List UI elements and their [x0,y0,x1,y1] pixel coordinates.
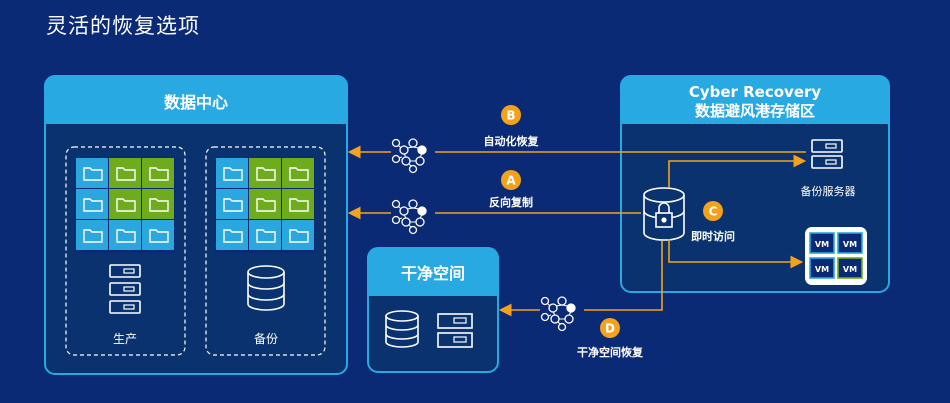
backup-database-icon [247,265,285,311]
arrow-instant-access-vm [668,239,804,269]
flow-badge-a: A [501,170,521,190]
clean-room-database-icon [385,310,419,348]
vm-label: VM [815,240,829,249]
production-group [65,146,186,356]
flow-label-reverse-replication: 反向复制 [489,195,533,209]
svg-text:D: D [605,322,615,336]
svg-text:C: C [709,205,718,219]
production-folder-grid [75,157,175,253]
network-cluster-icon [540,288,584,332]
flow-badge-b: B [501,105,521,125]
cyber-recovery-subtitle: 数据避风港存储区 [695,102,815,120]
backup-label: 备份 [254,332,278,346]
network-cluster-icon [391,191,435,235]
flow-label-clean-room-recovery: 干净空间恢复 [577,345,644,359]
svg-text:A: A [506,174,516,188]
vm-cluster-icon: VM VM VM VM [805,227,867,285]
production-label: 生产 [113,332,137,346]
vm-label: VM [815,265,829,274]
datacenter-box: 数据中心 生产 [44,75,348,375]
flow-label-instant-access: 即时访问 [691,229,735,243]
datacenter-header: 数据中心 [164,93,228,112]
clean-room-header: 干净空间 [401,264,465,283]
page-title: 灵活的恢复选项 [46,14,200,38]
cyber-recovery-box: Cyber Recovery 数据避风港存储区 备份服务器 [620,75,890,293]
vault-lock-icon [643,187,685,241]
flow-label-automated-recovery: 自动化恢复 [484,134,540,148]
flow-badge-c: C [703,201,723,221]
vm-label: VM [843,265,857,274]
cyber-recovery-title: Cyber Recovery [689,83,822,101]
backup-server-label: 备份服务器 [801,184,856,198]
backup-folder-grid [215,157,315,253]
svg-text:B: B [506,109,515,123]
clean-room-server-icon [437,313,473,348]
clean-room-box: 干净空间 [367,247,499,373]
arrow-instant-access-server [668,154,807,188]
network-cluster-icon [391,130,435,174]
backup-group [205,146,326,356]
flow-badge-d: D [600,318,620,338]
vm-label: VM [843,240,857,249]
